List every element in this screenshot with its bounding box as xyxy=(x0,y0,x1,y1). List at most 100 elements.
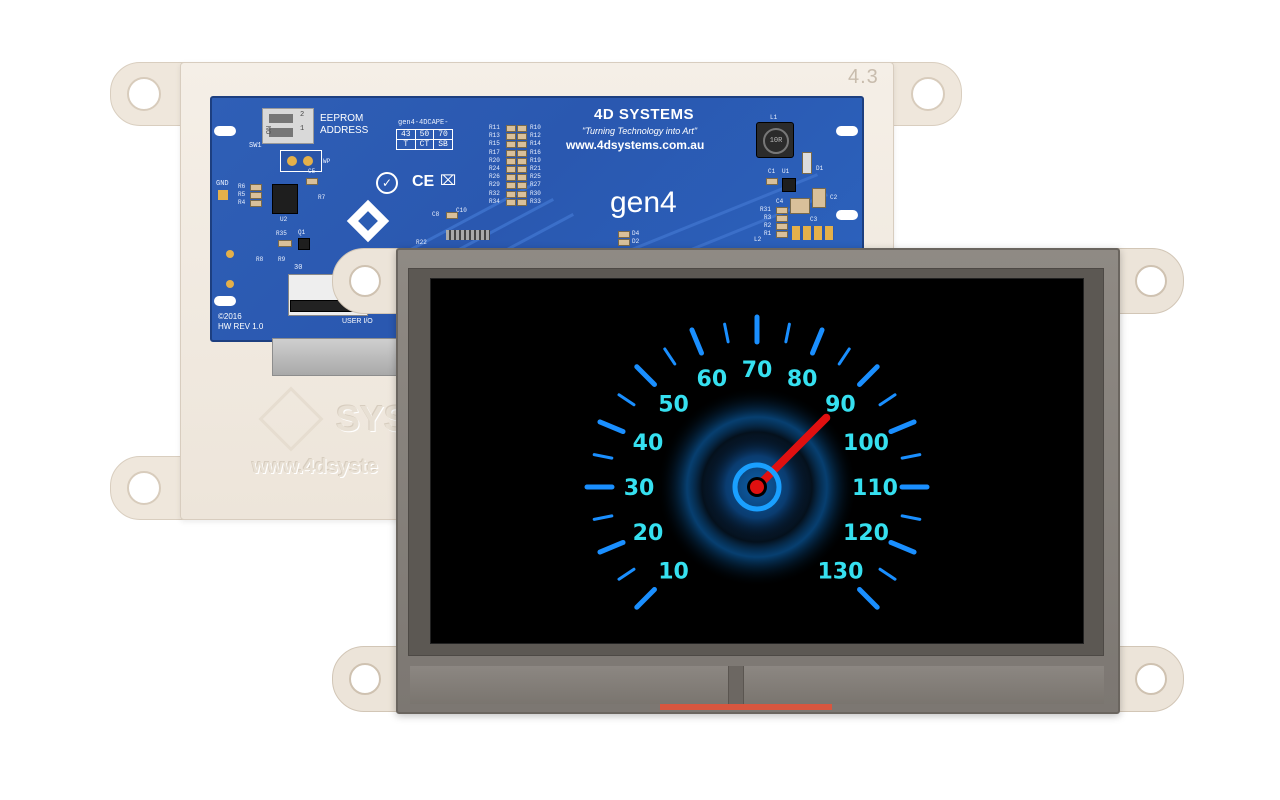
gauge-major-tick xyxy=(597,419,626,435)
gauge-major-tick xyxy=(857,364,880,387)
resistor xyxy=(506,149,516,157)
ref-r2: R2 xyxy=(764,222,772,229)
inductor-core: 10R xyxy=(763,128,789,154)
gauge-minor-tick xyxy=(663,347,677,366)
header-pins xyxy=(446,230,490,240)
ref-r6: R6 xyxy=(238,183,246,190)
resistor-ref-right: R10 xyxy=(530,124,541,131)
resistor-ref-left: R24 xyxy=(489,165,500,172)
gauge-minor-tick xyxy=(617,567,636,581)
tagline-label: "Turning Technology into Art" xyxy=(582,126,698,136)
resistor xyxy=(506,182,516,190)
ref-c2: C2 xyxy=(830,194,838,201)
resistor xyxy=(517,157,527,165)
resistor xyxy=(506,174,516,182)
gauge-label: 100 xyxy=(843,431,889,456)
resistor-ref-left: R15 xyxy=(489,140,500,148)
resistor-ref-right: R19 xyxy=(530,156,541,164)
gauge-major-tick xyxy=(888,539,917,555)
resistor xyxy=(278,240,292,247)
resistor xyxy=(517,182,527,190)
header-cell: 70 xyxy=(433,129,453,140)
gauge-label: 70 xyxy=(742,358,773,383)
resistor xyxy=(506,166,516,173)
ref-r5: R5 xyxy=(238,191,246,198)
ref-r7: R7 xyxy=(318,194,326,201)
resistor-ref-left: R32 xyxy=(489,189,500,197)
gauge-ticks xyxy=(584,314,930,610)
via-pad xyxy=(226,280,234,288)
header-cell: 50 xyxy=(414,129,435,140)
gauge-label: 130 xyxy=(817,559,863,584)
ref-c1: C1 xyxy=(768,168,776,175)
resistor-ref-left: R26 xyxy=(489,173,500,181)
gauge-label: 30 xyxy=(624,476,655,501)
transistor xyxy=(298,238,310,250)
ref-d1: D1 xyxy=(816,165,824,172)
flex-connector xyxy=(660,704,832,710)
resistor-ref-right: R25 xyxy=(530,173,541,181)
gauge-major-tick xyxy=(689,327,705,356)
gauge-minor-tick xyxy=(592,453,614,460)
gauge-minor-tick xyxy=(723,322,730,344)
resistor xyxy=(250,200,262,207)
weee-bin-icon: ⌧ xyxy=(440,172,457,188)
resistor xyxy=(776,215,788,222)
resistor xyxy=(506,198,516,206)
gauge-major-tick xyxy=(888,419,917,435)
ref-c10: C10 xyxy=(456,207,467,214)
header-cell: T xyxy=(396,139,416,150)
gauge-minor-tick xyxy=(878,567,897,581)
user-io-label: USER I/O xyxy=(342,318,373,325)
gauge-label: 110 xyxy=(852,476,898,501)
gauge-major-tick xyxy=(597,539,626,555)
dip-pos-1: 1 xyxy=(300,125,305,133)
ref-r3: R3 xyxy=(764,214,772,221)
gauge-label: 40 xyxy=(633,431,664,456)
back-mount-ear-top-left xyxy=(110,62,188,126)
resistor-ref-left: R34 xyxy=(489,197,500,205)
ref-r35: R35 xyxy=(276,230,287,237)
pcb-slot xyxy=(214,296,236,306)
gauge-label: 60 xyxy=(697,367,728,392)
gauge-label: 10 xyxy=(658,559,689,584)
ref-r1: R1 xyxy=(764,230,772,237)
resistor xyxy=(506,125,516,132)
resistor-ref-right: R12 xyxy=(530,132,541,140)
inductor-l1: 10R xyxy=(756,122,794,158)
regulator-u1 xyxy=(782,178,796,192)
capacitor-c3 xyxy=(790,198,810,214)
resistor xyxy=(517,190,527,198)
dip-switch xyxy=(262,108,314,144)
led xyxy=(618,239,630,246)
ref-r31: R31 xyxy=(760,206,771,213)
ref-d4: D4 xyxy=(632,230,640,237)
brand-label: 4D SYSTEMS xyxy=(594,106,695,123)
gauge-label: 80 xyxy=(787,367,818,392)
resistor xyxy=(506,133,516,141)
gauge-label: 120 xyxy=(843,521,889,546)
gnd-pad xyxy=(218,190,228,200)
gnd-label: GND xyxy=(216,180,229,188)
resistor-ref-left: R13 xyxy=(489,132,500,140)
gauge-label: 90 xyxy=(825,393,856,418)
eeprom-label: EEPROM xyxy=(320,113,364,124)
eeprom-chip xyxy=(272,184,298,214)
back-mount-ear-bottom-left xyxy=(110,456,188,520)
gauge-hub-cap xyxy=(750,480,764,494)
wp-header xyxy=(280,150,322,172)
resistor xyxy=(517,125,527,132)
front-mount-ear-top-right xyxy=(1110,248,1184,314)
gauge-major-tick xyxy=(634,587,657,610)
ref-u1: U1 xyxy=(782,168,790,175)
rcm-check-icon: ✓ xyxy=(376,172,398,194)
front-mount-ear-bottom-right xyxy=(1110,646,1184,712)
ce-mark-icon: CE xyxy=(412,173,435,190)
ref-c5: C5 xyxy=(308,168,316,175)
dip-on-label: ON xyxy=(266,125,275,135)
resistor xyxy=(517,198,527,206)
resistor xyxy=(506,141,516,149)
resistor-ref-left: R11 xyxy=(489,124,500,131)
gauge-minor-tick xyxy=(900,514,922,521)
